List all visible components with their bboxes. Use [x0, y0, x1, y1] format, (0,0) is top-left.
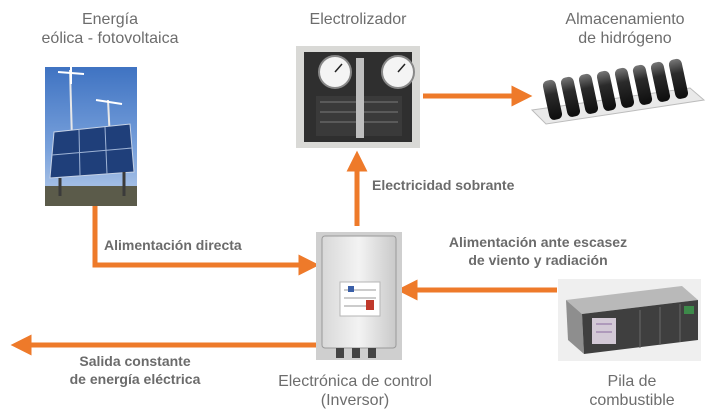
electrolyzer-label: Electrolizador: [278, 10, 438, 29]
surplus-flow-label: Electricidad sobrante: [372, 177, 515, 193]
scarcity-flow-label-line2: de viento y radiación: [468, 252, 608, 268]
storage-label-line1: Almacenamiento: [565, 11, 685, 28]
output-flow-label-line2: de energía eléctrica: [69, 371, 201, 387]
scarcity-flow-label: Alimentación ante escasez de viento y ra…: [418, 233, 658, 269]
wind-solar-photo: [45, 62, 137, 206]
direct-flow-label: Alimentación directa: [104, 237, 242, 253]
wind-solar-label: Energía eólica - fotovoltaica: [20, 10, 200, 48]
inverter-label-line1: Electrónica de control: [278, 373, 432, 390]
wind-solar-label-line1: Energía: [81, 11, 139, 28]
arrows: [10, 85, 557, 356]
fuel-cell-photo: [558, 279, 701, 361]
fuel-cell-label-line2: combustible: [589, 392, 675, 409]
hydrogen-storage-photo: [530, 58, 706, 125]
electrolyzer-label-line1: Electrolizador: [309, 11, 407, 28]
inverter-photo: [316, 232, 402, 360]
scarcity-flow-label-line1: Alimentación ante escasez: [448, 234, 628, 250]
output-flow-label: Salida constante de energía eléctrica: [35, 352, 235, 388]
wind-solar-label-line2: eólica - fotovoltaica: [41, 30, 179, 47]
inverter-label: Electrónica de control (Inversor): [255, 372, 455, 410]
electrolyzer-photo: [296, 46, 420, 148]
output-flow-label-line1: Salida constante: [79, 353, 191, 369]
arrow-direct-feed: [92, 206, 320, 276]
storage-label: Almacenamiento de hidrógeno: [540, 10, 710, 48]
fuel-cell-label: Pila de combustible: [567, 372, 697, 410]
storage-label-line2: de hidrógeno: [578, 30, 672, 47]
inverter-label-line2: (Inversor): [320, 392, 390, 409]
fuel-cell-label-line1: Pila de: [607, 373, 657, 390]
